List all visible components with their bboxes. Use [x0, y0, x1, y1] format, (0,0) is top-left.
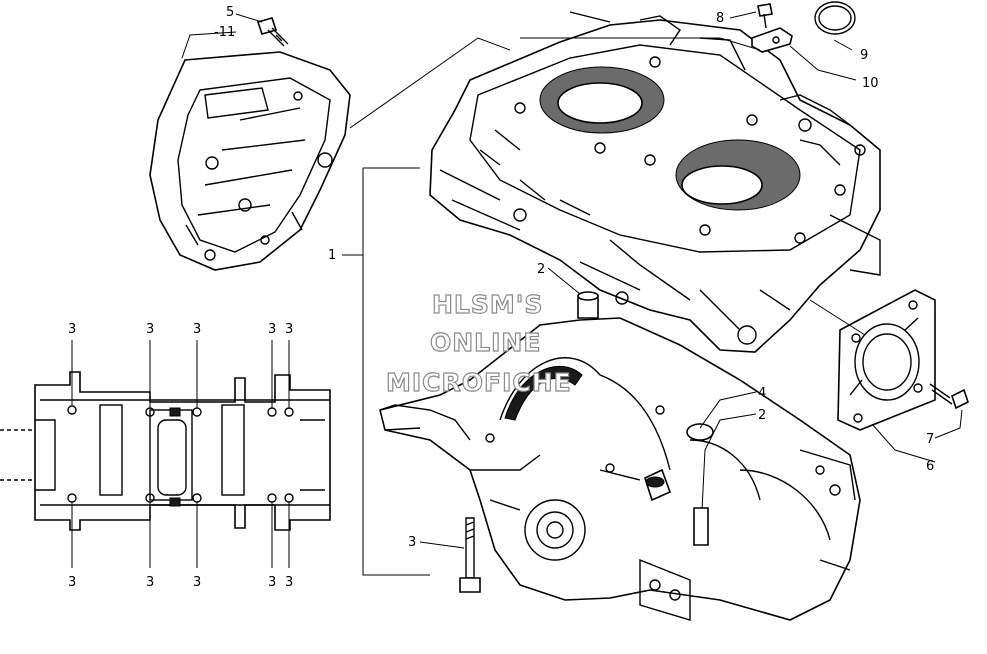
leader-2a [547, 267, 581, 295]
leader-3 [419, 541, 465, 549]
bolt-callout-bottom-4: 3 [268, 575, 276, 590]
callout-2-upper: 2 [537, 262, 545, 277]
bolt-callout-top-3: 3 [193, 322, 201, 337]
stud [693, 507, 709, 546]
bolt-callout-top-4: 3 [268, 322, 276, 337]
watermark-line-1: HLSM'S [432, 290, 543, 319]
crankcase-bolt [459, 517, 481, 593]
callout-7: 7 [926, 432, 934, 447]
callout-4: 4 [758, 386, 766, 401]
dowel-pin-lower [644, 468, 672, 502]
callout-5: 5 [226, 5, 234, 20]
leader-8 [729, 11, 757, 19]
callout-1: 1 [328, 248, 336, 263]
callout-6: 6 [926, 459, 934, 474]
bolt-callout-bottom-2: 3 [146, 575, 154, 590]
callout-10: 10 [862, 76, 879, 91]
dowel-pin-upper [577, 291, 599, 319]
small-parts-top-right [751, 1, 856, 53]
callout-11: -11 [214, 25, 235, 40]
leader-9 [833, 39, 853, 51]
bolt-callout-bottom-3: 3 [193, 575, 201, 590]
leader-plate [809, 299, 866, 336]
bolt-callout-top-5: 3 [285, 322, 293, 337]
seal-ring [686, 423, 714, 441]
watermark-line-2: ONLINE [430, 328, 541, 357]
bolt-callout-bottom-1: 3 [68, 575, 76, 590]
leader-1-bracket [362, 167, 430, 576]
callout-8: 8 [716, 11, 724, 26]
leader-10 [789, 45, 857, 81]
bolt-callout-bottom-5: 3 [285, 575, 293, 590]
crankcase-bottom-view [0, 371, 331, 531]
plate-bolt [929, 383, 969, 410]
leader-7 [934, 409, 963, 439]
leader-2b [701, 413, 757, 511]
bolt-callout-top-1: 3 [68, 322, 76, 337]
lower-crankcase [379, 317, 861, 621]
callout-2-lower: 2 [758, 408, 766, 423]
upper-crankcase [429, 11, 881, 353]
seal-plate [837, 289, 936, 431]
leader-4 [699, 391, 757, 429]
cover-bolt [256, 17, 289, 47]
bottom-view-leaders [71, 340, 290, 568]
bolt-callout-top-2: 3 [146, 322, 154, 337]
leader-6 [871, 423, 936, 463]
callout-3: 3 [408, 535, 416, 550]
leader-cover [349, 37, 511, 129]
callout-9: 9 [860, 48, 868, 63]
leader-5 [235, 13, 263, 23]
watermark-line-3: MICROFICHE [386, 368, 572, 397]
leader-11 [181, 31, 237, 59]
magneto-cover [149, 51, 351, 271]
leader-top-link [520, 37, 761, 51]
